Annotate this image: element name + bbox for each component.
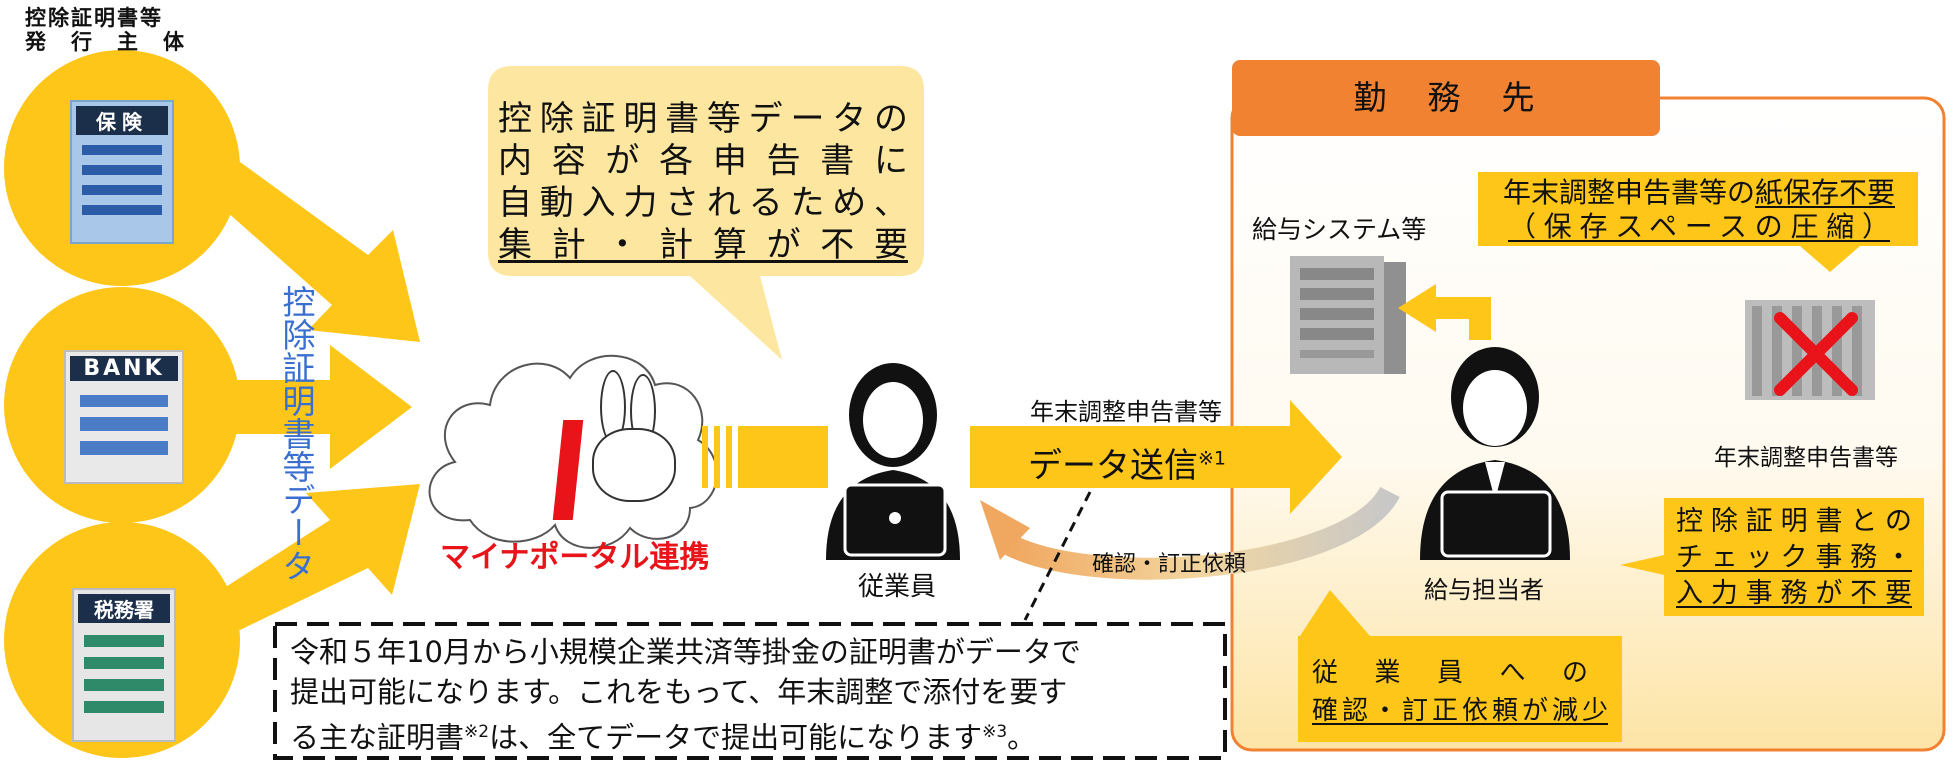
bank-building-icon: BANK (64, 350, 184, 484)
footnote-ref-2: ※2 (464, 722, 490, 742)
employee-person-icon (826, 363, 960, 560)
bottom-note: 令和５年10月から小規模企業共済等掛金の証明書がデータで 提出可能になります。こ… (290, 632, 1210, 758)
paper-note-plain: 年末調整申告書等の (1502, 176, 1755, 209)
send-note: ※1 (1198, 447, 1227, 470)
bottom-note-line2: 提出可能になります。これをもって、年末調整で添付を要す (290, 675, 1068, 709)
bottom-note-line1: 令和５年10月から小規模企業共済等掛金の証明書がデータで (290, 635, 1081, 669)
dashed-connector (1023, 491, 1092, 621)
callout-reduce (1298, 590, 1622, 742)
callout-paper (1478, 172, 1918, 272)
speech-bubble-top (488, 66, 924, 360)
check-note-line2: チェック事務・ (1676, 542, 1912, 573)
check-note-line1: 控除証明書との (1676, 506, 1912, 537)
bottom-note-text: る主な証明書 (290, 720, 465, 755)
check-note-line3: 入力事務が不要 (1676, 578, 1912, 609)
issuer-header-line2: 発 行 主 体 (25, 30, 186, 54)
manager-label: 給与担当者 (1424, 576, 1544, 604)
paper-note: 年末調整申告書等の紙保存不要 （保存スペースの圧縮） (1488, 176, 1910, 244)
arrow-to-server (1430, 297, 1491, 340)
building-sign: BANK (70, 356, 178, 381)
confirm-label: 確認・訂正依頼 (1092, 552, 1247, 577)
tax-office-building-icon: 税務署 (72, 588, 176, 742)
arrow-insurance (208, 162, 420, 342)
bottom-note-box (273, 622, 1227, 760)
callout-check (1620, 498, 1924, 616)
reduce-note: 従業員への 確認・訂正依頼が減少 (1312, 654, 1608, 730)
footnote-ref-3: ※3 (982, 722, 1008, 742)
reduce-note-line2: 確認・訂正依頼が減少 (1312, 696, 1608, 726)
arrow-bank (236, 345, 412, 469)
system-label: 給与システム等 (1252, 215, 1427, 244)
check-note: 控除証明書との チェック事務・ 入力事務が不要 (1676, 504, 1912, 612)
bubble-line: 控除証明書等データの (498, 99, 908, 139)
reduce-note-line1: 従業員への (1312, 658, 1588, 688)
bottom-note-text: は、全てデータで提出可能になります (489, 720, 983, 755)
bubble-top-text: 控除証明書等データの 内容が各申告書に 自動入力されるため、 集計・計算が不要 (498, 98, 908, 266)
paper-note-underlined: 紙保存不要 (1755, 176, 1896, 209)
mynaportal-label: マイナポータル連携 (440, 540, 710, 575)
issuer-header: 控除証明書等 発 行 主 体 (25, 6, 215, 54)
employee-label: 従業員 (858, 572, 937, 602)
mascot-rabbit-icon (552, 370, 678, 530)
cross-mark-icon (1774, 312, 1858, 396)
arrow-tax (210, 484, 420, 630)
send-label-wrap: データ送信※1 (1028, 438, 1226, 487)
stripes (702, 426, 828, 488)
bottom-note-text: 。 (1007, 720, 1037, 755)
issuer-header-line1: 控除証明書等 (25, 6, 163, 30)
send-label: データ送信 (1028, 446, 1198, 486)
vertical-data-label: 控除証明書等データ (277, 285, 316, 582)
paper-note-line2: （保存スペースの圧縮） (1508, 210, 1890, 243)
bubble-line: 自動入力されるため、 (498, 183, 908, 223)
paper-note-line1: 年末調整申告書等の紙保存不要 (1488, 176, 1910, 210)
bottom-note-line3: る主な証明書※2は、全てデータで提出可能になります※3。 (290, 712, 1210, 758)
manager-person-icon (1420, 347, 1570, 560)
server-icon (1290, 256, 1406, 374)
building-sign: 税務署 (78, 594, 170, 623)
building-sign: 保険 (76, 106, 168, 135)
send-caption: 年末調整申告書等 (1030, 398, 1222, 426)
arrow-data-send (970, 400, 1342, 514)
workplace-title: 勤 務 先 (1232, 60, 1660, 136)
bubble-line-underlined: 集計・計算が不要 (498, 225, 908, 265)
bubble-line: 内容が各申告書に (498, 141, 908, 181)
insurance-building-icon: 保険 (70, 100, 174, 244)
docs-label: 年末調整申告書等 (1714, 445, 1898, 471)
